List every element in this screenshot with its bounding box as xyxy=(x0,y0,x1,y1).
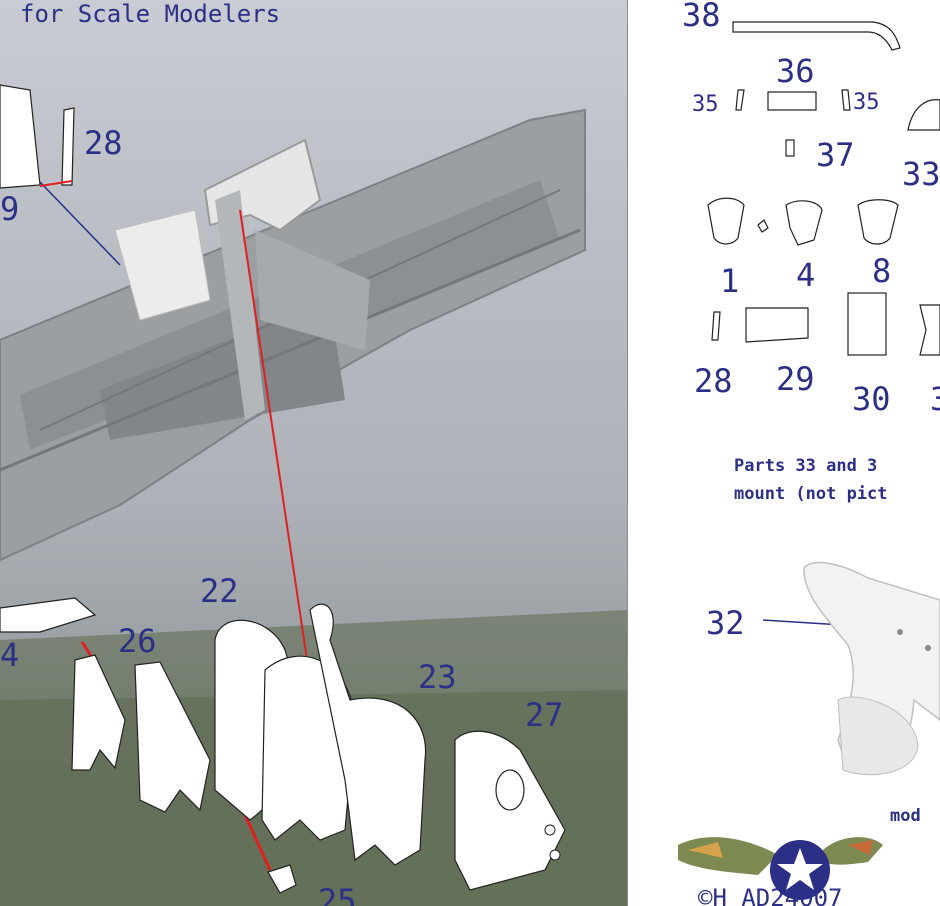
label-part-1: 1 xyxy=(720,262,740,300)
label-part-32: 32 xyxy=(706,604,745,642)
panel-divider xyxy=(627,0,628,906)
label-part-35-left: 35 xyxy=(692,92,719,117)
label-part-22: 22 xyxy=(200,572,239,610)
label-part-8: 8 xyxy=(872,252,892,290)
label-part-33-partial: 33 xyxy=(902,155,940,193)
note-line-2: mount (not pict xyxy=(734,484,888,504)
label-part-29-partial: 9 xyxy=(0,190,20,228)
note-line-1: Parts 33 and 3 xyxy=(734,456,878,476)
label-part-24-partial: 4 xyxy=(0,636,20,674)
label-part-25: 25 xyxy=(318,882,357,906)
label-part-35-right: 35 xyxy=(853,90,880,115)
copyright-footer: ©H AD24007 xyxy=(698,884,843,906)
label-part-38: 38 xyxy=(682,0,721,34)
label-part-26: 26 xyxy=(118,622,157,660)
parts-sheet: 38 36 35 35 37 33 1 4 8 28 29 30 3 Parts… xyxy=(628,0,940,906)
label-part-28: 28 xyxy=(84,124,123,162)
label-part-37: 37 xyxy=(816,136,855,174)
label-part-23: 23 xyxy=(418,658,457,696)
label-part-30: 30 xyxy=(852,380,891,418)
label-part-36: 36 xyxy=(776,52,815,90)
label-part-28: 28 xyxy=(694,362,733,400)
white-part-on-model xyxy=(114,209,211,321)
label-part-4: 4 xyxy=(796,256,816,294)
label-part-27: 27 xyxy=(525,696,564,734)
model-caption: mod xyxy=(890,806,921,826)
cockpit-assembly-illustration xyxy=(0,84,627,906)
eagle-star-logo xyxy=(678,837,883,900)
label-part-29: 29 xyxy=(776,360,815,398)
parts-outlines xyxy=(678,21,940,900)
label-part-3-partial: 3 xyxy=(930,380,940,418)
photo-panel: for Scale Modelers 28 9 22 26 4 23 27 25 xyxy=(0,0,627,906)
header-subtitle: for Scale Modelers xyxy=(20,0,281,28)
